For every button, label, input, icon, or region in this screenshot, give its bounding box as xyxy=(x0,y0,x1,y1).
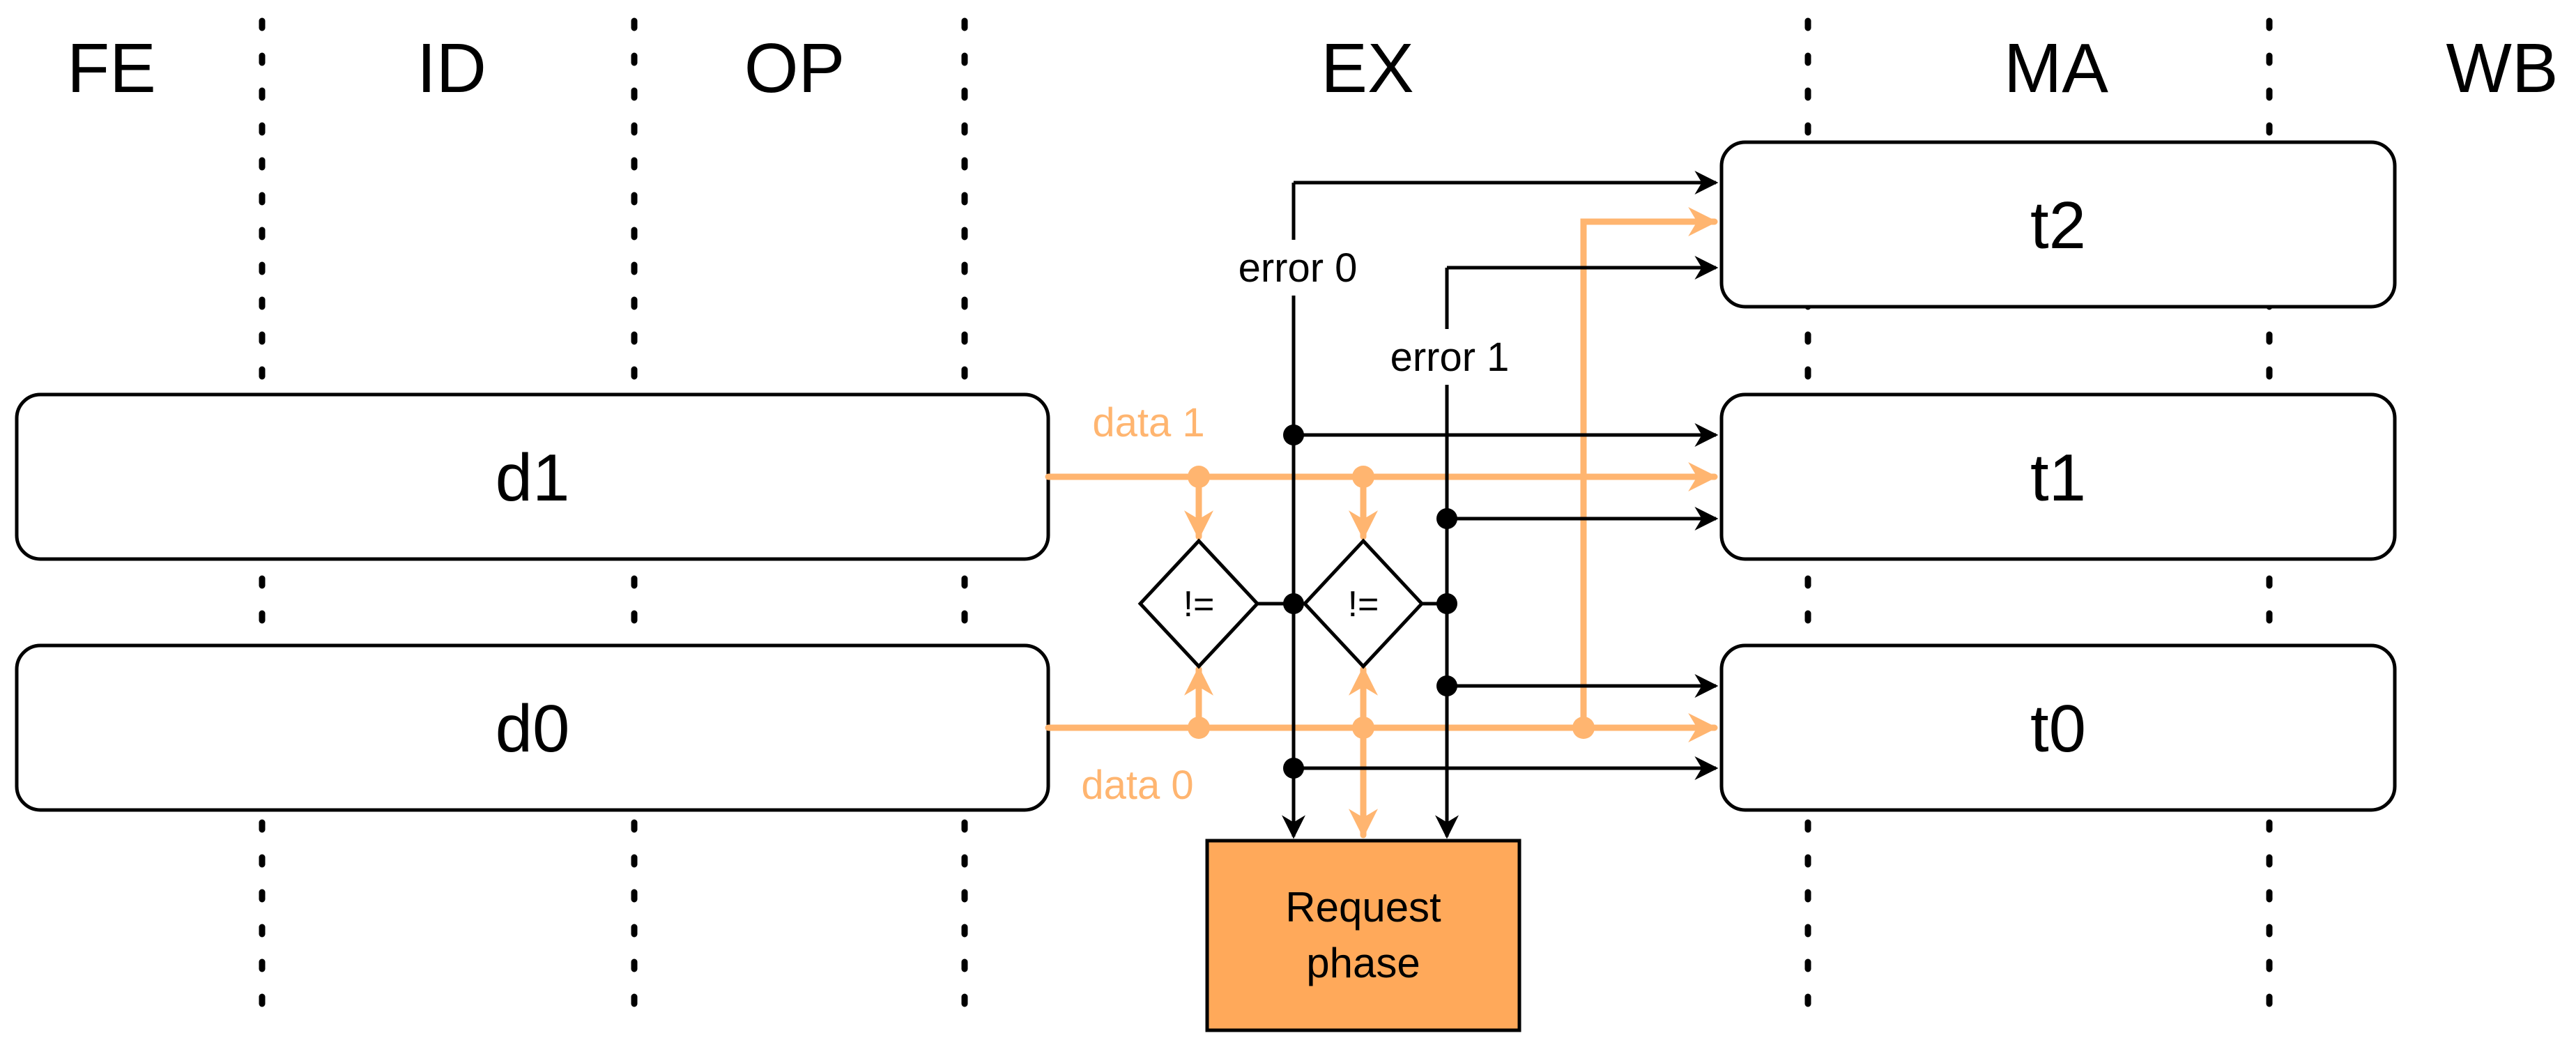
stage-label-ma: MA xyxy=(2004,29,2108,107)
register-t2 xyxy=(1719,140,2397,309)
register-labels: d1 d0 t2 t1 t0 xyxy=(496,188,2086,766)
data1-label: data 1 xyxy=(1092,400,1204,445)
register-t1-label: t1 xyxy=(2030,441,2086,515)
comparators: != != xyxy=(1137,538,1425,669)
junction-dot xyxy=(1283,425,1304,445)
register-d1-label: d1 xyxy=(496,441,570,515)
request-phase-line1: Request xyxy=(1285,884,1441,931)
junction-dot xyxy=(1188,717,1210,739)
data-junctions xyxy=(1188,466,1595,739)
comparator-0 xyxy=(1137,538,1260,669)
error0-label: error 0 xyxy=(1239,245,1358,291)
comparator-1-label: != xyxy=(1348,584,1379,625)
register-t2-label: t2 xyxy=(2030,188,2086,263)
error-junctions xyxy=(1283,425,1457,779)
data0-label: data 0 xyxy=(1081,763,1193,808)
stage-separators xyxy=(259,17,2273,1035)
junction-dot xyxy=(1436,593,1457,614)
junction-dot xyxy=(1436,508,1457,529)
error1-label: error 1 xyxy=(1390,335,1510,380)
register-d0-label: d0 xyxy=(496,691,570,766)
error0-label-bg xyxy=(1221,240,1380,296)
junction-dot xyxy=(1436,675,1457,696)
request-phase-box: Request phase xyxy=(1205,839,1521,1032)
data-wires xyxy=(1045,207,1718,839)
register-t1 xyxy=(1719,392,2397,561)
error1-label-bg xyxy=(1374,329,1525,385)
register-boxes xyxy=(15,140,2397,812)
comparator-1 xyxy=(1302,538,1425,669)
stage-label-wb: WB xyxy=(2446,29,2558,107)
data0-to-t2 xyxy=(1580,207,1718,731)
stage-label-op: OP xyxy=(744,29,845,107)
stage-label-id: ID xyxy=(417,29,486,107)
junction-dot xyxy=(1283,593,1304,614)
junction-dot xyxy=(1352,717,1374,739)
stage-label-fe: FE xyxy=(67,29,156,107)
register-t0-label: t0 xyxy=(2030,691,2086,766)
junction-dot xyxy=(1283,758,1304,779)
request-phase-line2: phase xyxy=(1306,940,1420,986)
junction-dot xyxy=(1188,466,1210,488)
junction-dot xyxy=(1352,466,1374,488)
stage-labels: FE ID OP EX MA WB xyxy=(67,29,2558,107)
junction-dot xyxy=(1572,717,1595,739)
request-phase-rect xyxy=(1205,839,1521,1032)
stage-label-ex: EX xyxy=(1321,29,1413,107)
register-t0 xyxy=(1719,643,2397,812)
comparator-0-label: != xyxy=(1183,584,1215,625)
